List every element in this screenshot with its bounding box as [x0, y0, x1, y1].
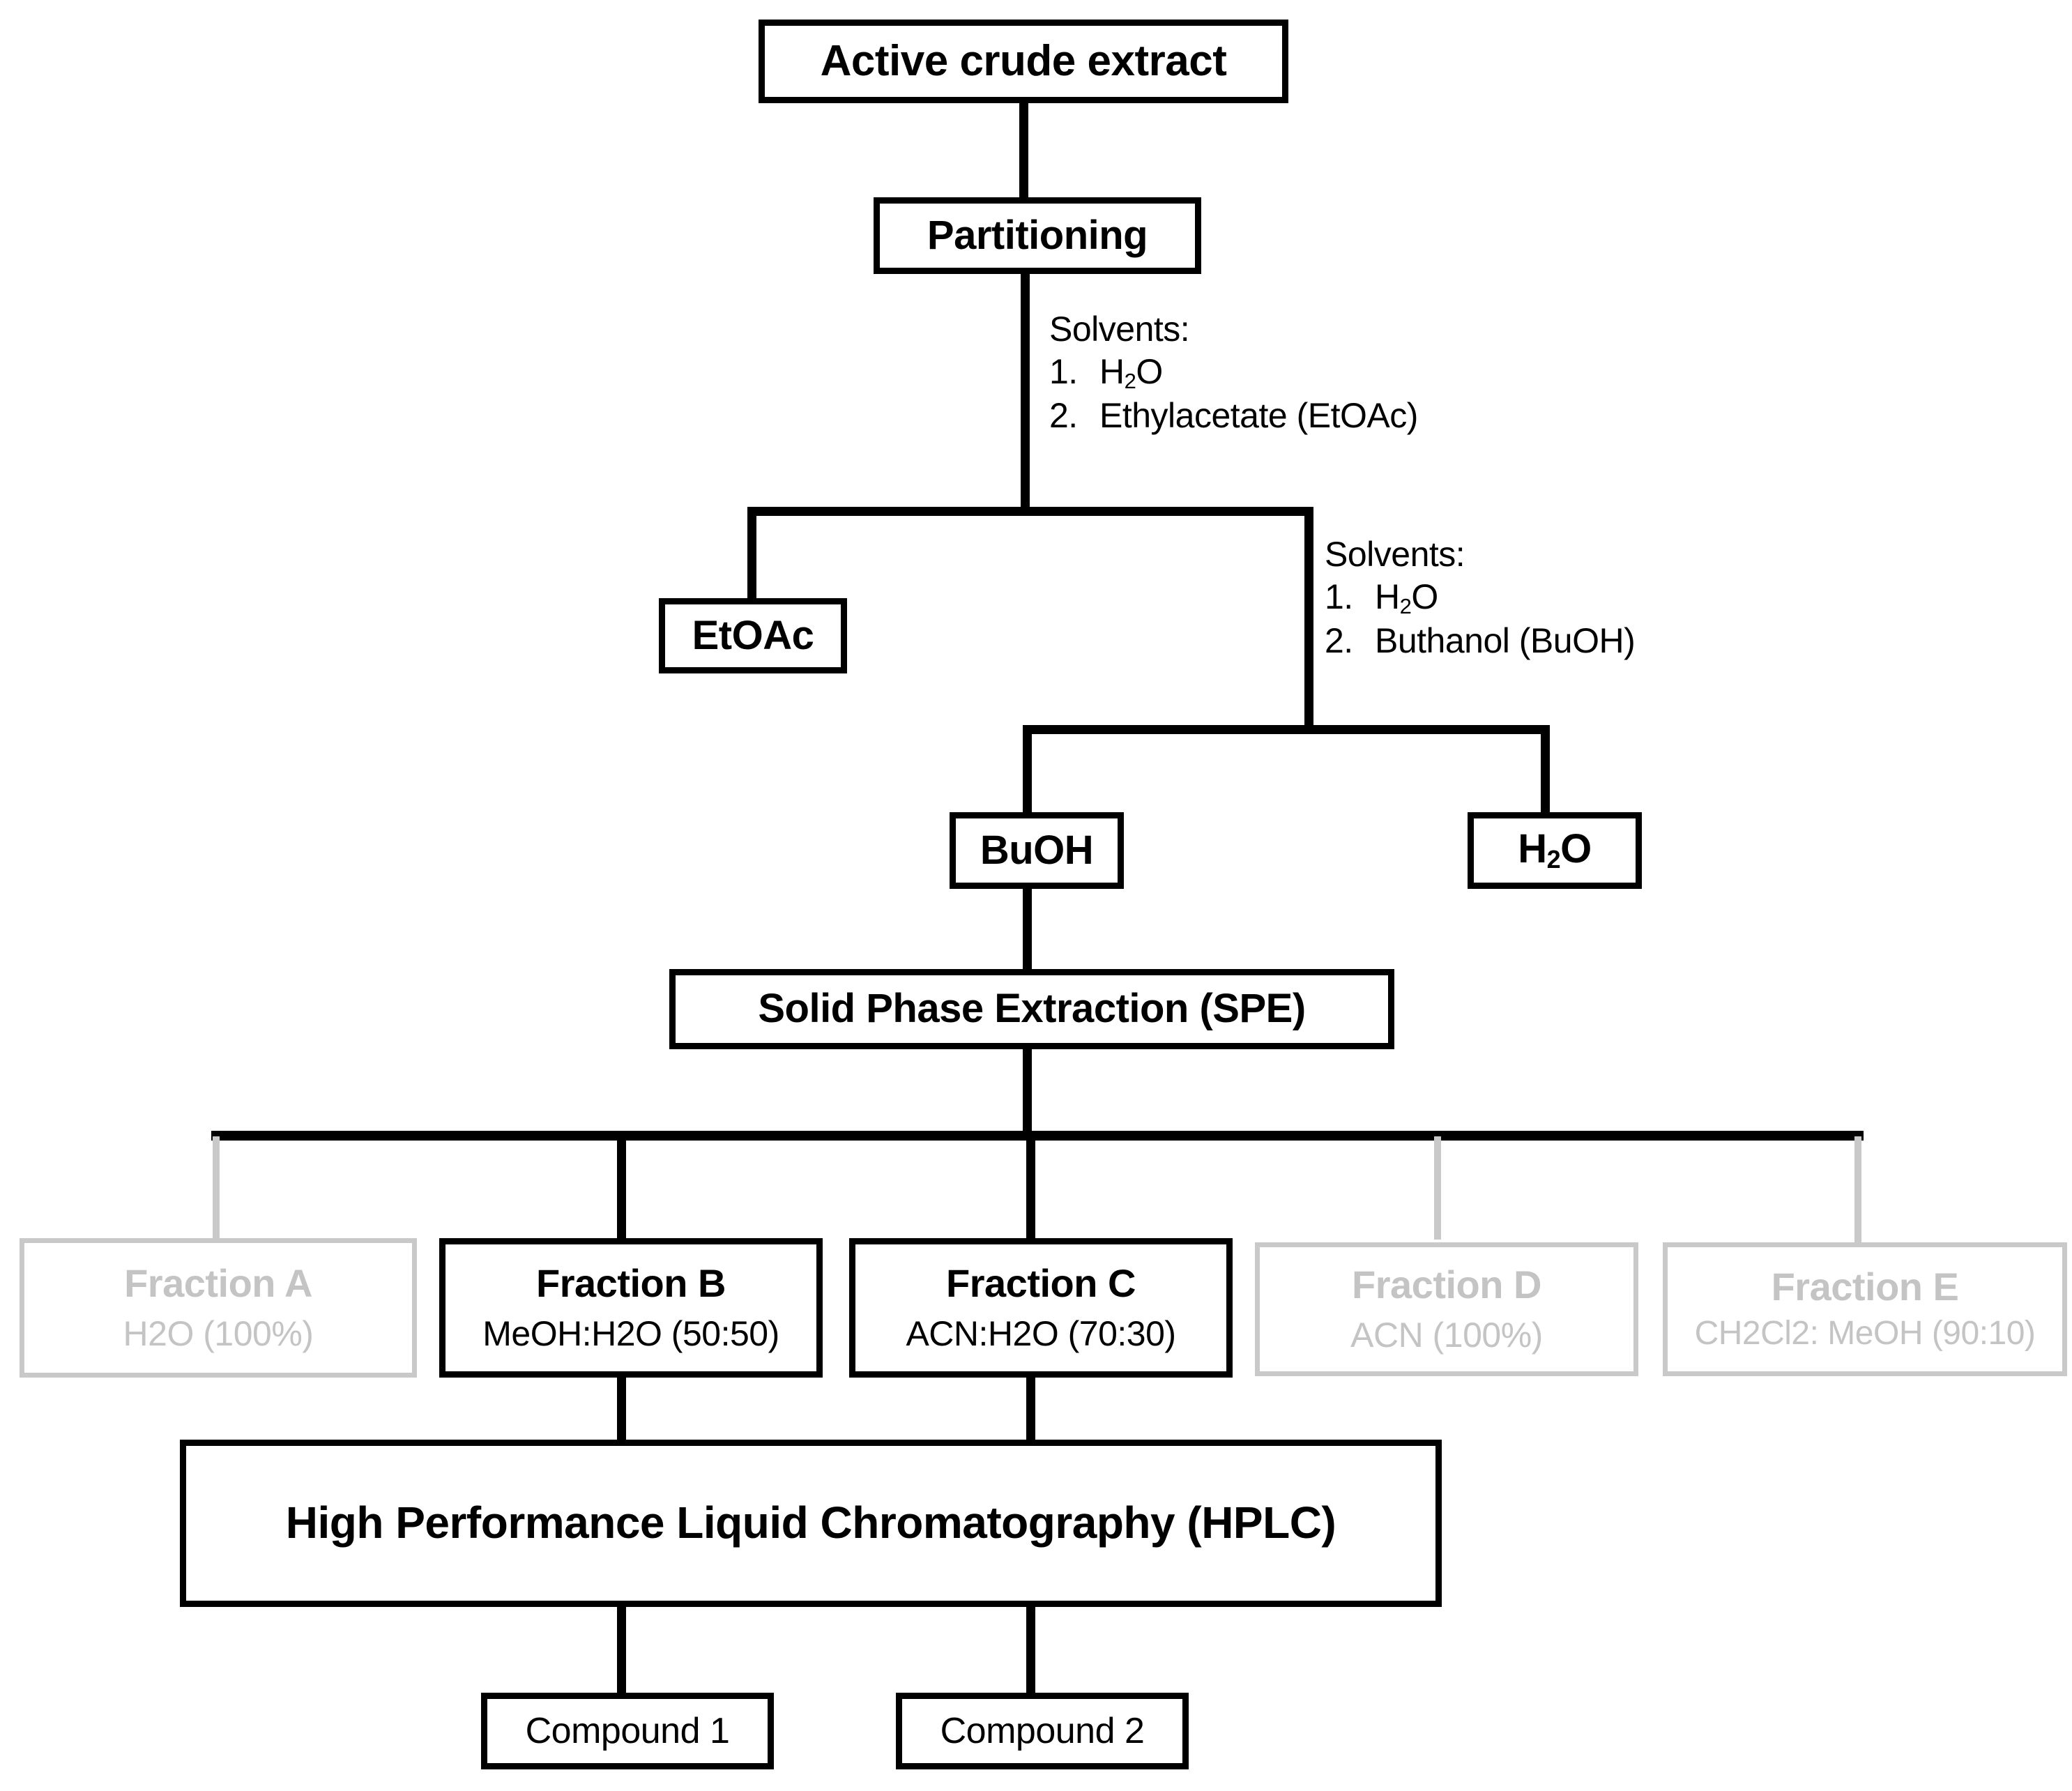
node-compound-1[interactable]: Compound 1	[481, 1693, 774, 1769]
node-fraction-a[interactable]: Fraction A H2O (100%)	[20, 1238, 417, 1378]
connector-partitioning-to-split-1	[1021, 274, 1030, 515]
fraction-solvent: MeOH:H2O (50:50)	[482, 1314, 779, 1354]
node-label-buoh: BuOH	[980, 827, 1094, 873]
node-fraction-b[interactable]: Fraction B MeOH:H2O (50:50)	[439, 1238, 823, 1378]
fraction-title: Fraction C	[946, 1261, 1136, 1306]
fraction-solvent: ACN (100%)	[1350, 1316, 1543, 1355]
connector-split2-to-water	[1541, 725, 1550, 816]
fraction-title: Fraction D	[1352, 1263, 1541, 1307]
node-spe[interactable]: Solid Phase Extraction (SPE)	[669, 969, 1394, 1049]
connector-fraction-b-to-hplc	[617, 1373, 626, 1443]
split-bar-partition-1	[747, 507, 1313, 516]
fraction-solvent: CH2Cl2: MeOH (90:10)	[1694, 1315, 2036, 1352]
note-heading: Solvents:	[1049, 310, 1190, 349]
note-item-text: H2O	[1099, 352, 1163, 393]
connector-hplc-to-compound-2	[1026, 1607, 1035, 1698]
node-fraction-d[interactable]: Fraction D ACN (100%)	[1255, 1242, 1638, 1376]
note-item-text: Buthanol (BuOH)	[1375, 620, 1636, 660]
connector-bar-to-fraction-e	[1854, 1136, 1861, 1248]
note-partition-solvents-1: Solvents: 1. H2O 2. Ethylacetate (EtOAc)	[1049, 308, 1418, 437]
connector-bar-to-fraction-b	[617, 1136, 626, 1240]
note-item-number: 2.	[1049, 395, 1078, 435]
node-partitioning[interactable]: Partitioning	[874, 197, 1201, 274]
connector-split1-to-etoac	[747, 507, 756, 601]
connector-split1-to-aqueous	[1304, 507, 1313, 730]
note-item-text: H2O	[1375, 577, 1438, 618]
note-item-text: Ethylacetate (EtOAc)	[1099, 395, 1418, 435]
node-label-active-crude-extract: Active crude extract	[820, 37, 1227, 86]
node-fraction-e[interactable]: Fraction E CH2Cl2: MeOH (90:10)	[1663, 1242, 2067, 1376]
node-label-hplc: High Performance Liquid Chromatography (…	[285, 1497, 1336, 1548]
fraction-title: Fraction E	[1771, 1265, 1959, 1309]
node-label-compound-2: Compound 2	[940, 1710, 1145, 1751]
note-item-number: 1.	[1325, 577, 1353, 616]
note-item-number: 1.	[1049, 352, 1078, 391]
node-label-compound-1: Compound 1	[525, 1710, 730, 1751]
connector-bar-to-fraction-a	[213, 1136, 220, 1240]
connector-bar-to-fraction-c	[1026, 1136, 1035, 1240]
node-water[interactable]: H2O	[1468, 812, 1642, 889]
note-item-number: 2.	[1325, 620, 1353, 660]
node-fraction-c[interactable]: Fraction C ACN:H2O (70:30)	[849, 1238, 1233, 1378]
node-buoh[interactable]: BuOH	[950, 812, 1124, 889]
fraction-solvent: ACN:H2O (70:30)	[906, 1314, 1176, 1354]
split-bar-partition-2	[1023, 725, 1550, 734]
fraction-title: Fraction B	[536, 1261, 726, 1306]
connector-hplc-to-compound-1	[617, 1607, 626, 1698]
node-label-water: H2O	[1518, 826, 1592, 874]
connector-split2-to-buoh	[1023, 725, 1032, 816]
note-item: 1. H2O	[1325, 576, 1635, 620]
connector-fraction-c-to-hplc	[1026, 1373, 1035, 1443]
node-label-spe: Solid Phase Extraction (SPE)	[758, 986, 1306, 1032]
node-compound-2[interactable]: Compound 2	[896, 1693, 1189, 1769]
connector-bar-to-fraction-d	[1434, 1136, 1441, 1240]
connector-buoh-to-spe	[1023, 889, 1032, 973]
node-label-etoac: EtOAc	[692, 612, 814, 658]
fraction-title: Fraction A	[124, 1261, 312, 1306]
node-label-partitioning: Partitioning	[927, 212, 1148, 258]
fraction-solvent: H2O (100%)	[123, 1314, 314, 1354]
note-item: 2. Buthanol (BuOH)	[1325, 620, 1636, 662]
node-hplc[interactable]: High Performance Liquid Chromatography (…	[180, 1440, 1442, 1607]
note-item: 2. Ethylacetate (EtOAc)	[1049, 395, 1418, 437]
node-active-crude-extract[interactable]: Active crude extract	[759, 20, 1288, 103]
fraction-distribution-bar	[211, 1131, 1864, 1141]
note-item: 1. H2O	[1049, 351, 1418, 395]
note-partition-solvents-2: Solvents: 1. H2O 2. Buthanol (BuOH)	[1325, 533, 1636, 662]
note-heading: Solvents:	[1325, 535, 1465, 574]
node-etoac[interactable]: EtOAc	[659, 598, 847, 673]
connector-spe-to-fraction-bar	[1023, 1049, 1032, 1136]
connector-crude-to-partitioning	[1019, 103, 1028, 201]
